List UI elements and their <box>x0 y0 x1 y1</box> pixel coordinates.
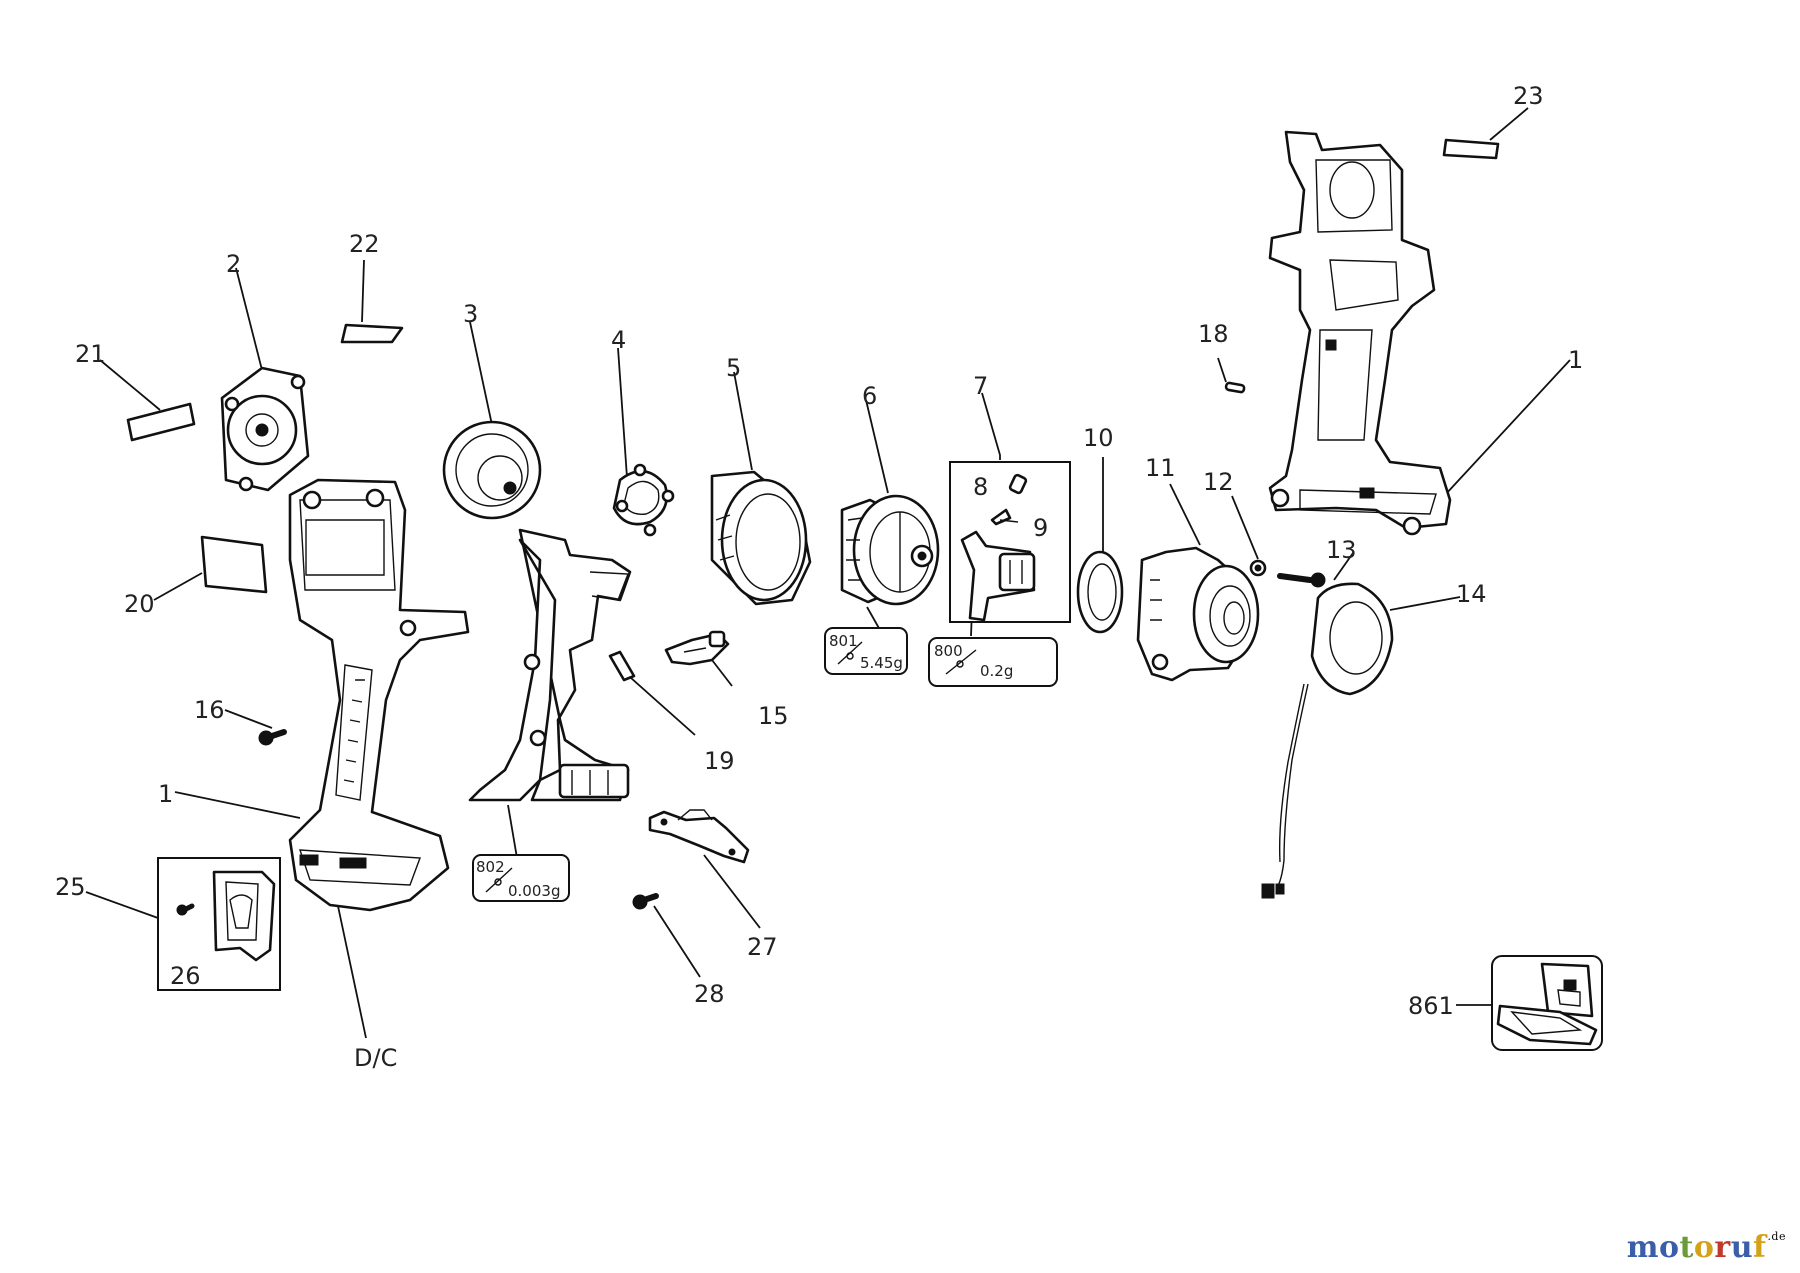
pin-18 <box>1224 381 1246 394</box>
watermark-letter-4: r <box>1714 1230 1731 1265</box>
watermark-letter-0: m <box>1626 1230 1660 1265</box>
housing-half-right-1 <box>1268 130 1452 536</box>
anvil-group-7 <box>949 461 1071 623</box>
label-13: 13 <box>1326 536 1357 564</box>
bracket-4 <box>612 463 675 537</box>
label-21: 21 <box>75 340 106 368</box>
label-1-left: 1 <box>158 780 173 808</box>
washer-10 <box>1076 550 1124 634</box>
belt-clip-kit-25 <box>157 857 281 991</box>
watermark-letters: motoruf <box>1627 1230 1767 1265</box>
label-26: 26 <box>170 962 201 990</box>
grease-amount-801: 5.45g <box>860 654 903 672</box>
grease-box-802: 802 0.003g <box>472 854 570 902</box>
label-sticker-22 <box>340 323 404 344</box>
part-number-labels: 21 2 22 3 4 5 6 7 8 9 10 11 12 13 14 18 … <box>55 82 1583 1072</box>
screw-16 <box>258 729 287 746</box>
label-10: 10 <box>1083 424 1114 452</box>
watermark-letter-1: o <box>1659 1230 1680 1265</box>
watermark-logo: motoruf.de <box>1627 1230 1786 1265</box>
end-plate-2 <box>220 366 310 492</box>
leader-lines <box>85 107 1571 1039</box>
screw-28 <box>632 893 659 910</box>
label-27: 27 <box>747 933 778 961</box>
gear-ring-5 <box>710 470 812 606</box>
watermark-letter-2: t <box>1679 1230 1694 1265</box>
grease-amount-802: 0.003g <box>508 882 560 900</box>
label-sticker-21 <box>126 402 196 442</box>
label-sticker-23 <box>1442 138 1500 160</box>
label-22: 22 <box>349 230 380 258</box>
label-23: 23 <box>1513 82 1544 110</box>
label-15: 15 <box>758 702 789 730</box>
label-16: 16 <box>194 696 225 724</box>
label-19: 19 <box>704 747 735 775</box>
label-1-right: 1 <box>1568 346 1583 374</box>
carry-case-861 <box>1491 955 1603 1051</box>
grease-box-801: 801 5.45g <box>824 627 908 675</box>
label-11: 11 <box>1145 454 1176 482</box>
label-3: 3 <box>463 300 478 328</box>
pin-19 <box>608 650 636 682</box>
switch-clip-15 <box>664 630 730 666</box>
label-dc: D/C <box>354 1044 397 1072</box>
label-9: 9 <box>1033 514 1048 542</box>
label-4: 4 <box>611 326 626 354</box>
bracket-27 <box>648 809 750 864</box>
motor-assembly-3 <box>442 420 632 802</box>
grease-code-800: 800 <box>934 642 963 660</box>
label-12: 12 <box>1203 468 1234 496</box>
label-14: 14 <box>1456 580 1487 608</box>
label-6: 6 <box>862 382 877 410</box>
label-20: 20 <box>124 590 155 618</box>
nut-12 <box>1249 559 1267 577</box>
grease-code-801: 801 <box>829 632 858 650</box>
label-861: 861 <box>1408 992 1454 1020</box>
grease-code-802: 802 <box>476 858 505 876</box>
watermark-suffix: .de <box>1767 1230 1786 1243</box>
grease-amount-800: 0.2g <box>980 662 1013 680</box>
housing-half-left-1 <box>288 478 470 912</box>
label-2: 2 <box>226 250 241 278</box>
watermark-letter-5: u <box>1730 1230 1754 1265</box>
label-8: 8 <box>973 473 988 501</box>
grease-box-800: 800 0.2g <box>928 637 1058 687</box>
front-housing-11 <box>1136 546 1260 682</box>
label-sticker-20 <box>200 535 268 594</box>
label-25: 25 <box>55 873 86 901</box>
hammer-cage-6 <box>840 494 940 606</box>
label-7: 7 <box>973 372 988 400</box>
label-18: 18 <box>1198 320 1229 348</box>
watermark-letter-3: o <box>1693 1230 1715 1265</box>
label-5: 5 <box>726 354 741 382</box>
screw-13 <box>1277 572 1326 588</box>
watermark-letter-6: f <box>1753 1230 1767 1265</box>
label-28: 28 <box>694 980 725 1008</box>
led-ring-14 <box>1261 582 1394 899</box>
